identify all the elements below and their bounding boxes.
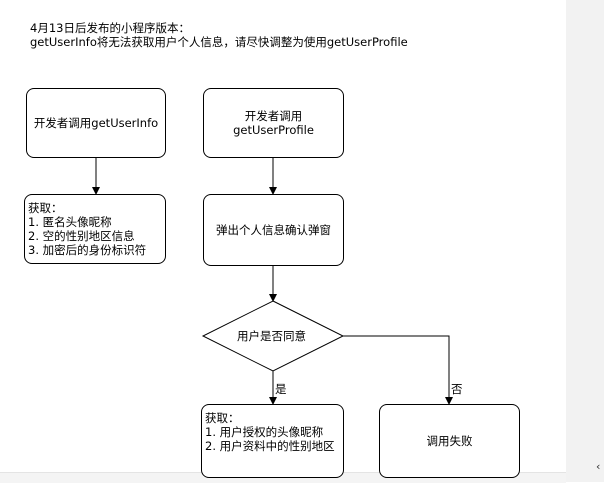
node-fail: 调用失败 (379, 404, 520, 478)
profile-result-line-1: 获取： (205, 411, 240, 425)
node-getuserinfo: 开发者调用getUserInfo (26, 88, 166, 158)
node-info-result: 获取： 1. 匿名头像昵称 2. 空的性别地区信息 3. 加密后的身份标识符 (24, 194, 166, 264)
node-getuserprofile: 开发者调用 getUserProfile (203, 88, 344, 158)
info-result-line-4: 3. 加密后的身份标识符 (28, 243, 147, 257)
info-result-line-2: 1. 匿名头像昵称 (28, 215, 112, 229)
side-panel (566, 0, 604, 482)
intro-note: 4月13日后发布的小程序版本： getUserInfo将无法获取用户个人信息，请… (30, 21, 408, 49)
node-popup-label: 弹出个人信息确认弹窗 (216, 223, 331, 237)
profile-result-line-3: 2. 用户资料中的性别地区 (205, 439, 335, 453)
info-result-line-3: 2. 空的性别地区信息 (28, 229, 135, 243)
edge-no (343, 335, 453, 405)
node-profile-result: 获取： 1. 用户授权的头像昵称 2. 用户资料中的性别地区 (201, 404, 344, 478)
node-fail-label: 调用失败 (426, 434, 473, 448)
decision-label: 用户是否同意 (237, 329, 306, 343)
corner-glyph: ‹ (596, 460, 601, 473)
node-getuserprofile-label-2: getUserProfile (233, 123, 314, 137)
intro-line-1: 4月13日后发布的小程序版本： (30, 21, 190, 35)
profile-result-line-2: 1. 用户授权的头像昵称 (205, 425, 324, 439)
intro-line-2: getUserInfo将无法获取用户个人信息，请尽快调整为使用getUserPr… (30, 35, 408, 49)
node-getuserprofile-label-1: 开发者调用 (244, 109, 303, 123)
node-getuserinfo-label: 开发者调用getUserInfo (33, 116, 159, 130)
info-result-line-1: 获取： (28, 201, 63, 215)
edge-yes-label: 是 (275, 382, 287, 396)
node-popup: 弹出个人信息确认弹窗 (203, 194, 344, 266)
edge-no-label: 否 (451, 382, 463, 396)
